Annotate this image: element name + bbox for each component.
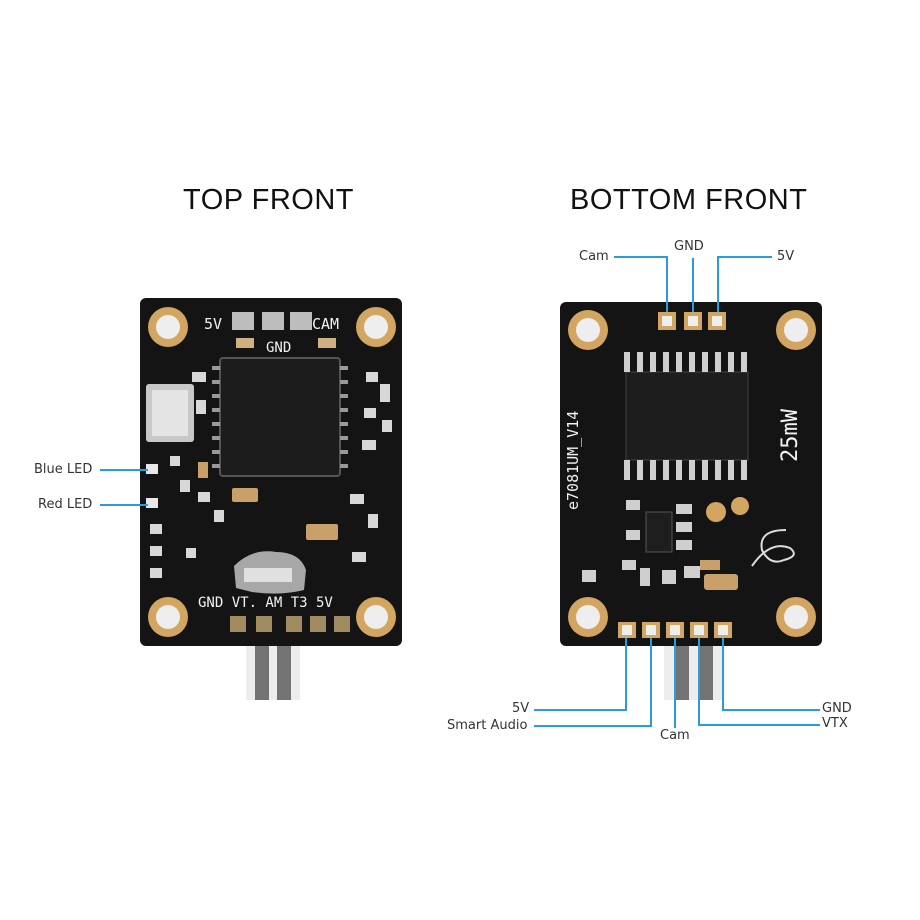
bottom-model-text: e7081UM_V14 [564,411,582,510]
blue-led-label: Blue LED [34,462,93,477]
bottom-logo [751,529,795,567]
bottom-callout-lines [534,256,820,728]
bottom-5v-label: 5V [512,701,530,716]
bottom-cam-top-label: Cam [579,249,609,264]
top-antenna-cable [255,640,291,700]
top-mounting-holes [148,307,396,637]
bottom-gnd-top-label: GND [674,239,704,254]
bottom-front-heading: BOTTOM FRONT [570,184,808,216]
red-led [146,498,158,508]
bottom-5v-top-label: 5V [777,249,795,264]
bottom-cam-label: Cam [660,728,690,743]
top-silk-cam: CAM [312,315,339,333]
bottom-antenna-cable [675,640,713,700]
top-silk-bottom: GND VT. AM T3 5V [198,595,333,611]
bottom-vtx-label: VTX [822,716,848,731]
bottom-ic [624,352,749,480]
bottom-power-text: 25mW [778,408,803,462]
top-front-heading: TOP FRONT [183,184,354,216]
blue-led [146,464,158,474]
bottom-board: e7081UM_V14 25mW [560,302,822,700]
top-silk-gnd: GND [266,340,291,356]
top-silk-5v: 5V [204,315,222,333]
bottom-gnd-label: GND [822,701,852,716]
bottom-mounting-holes [568,310,816,637]
bottom-top-pads [658,312,726,330]
top-board: 5V CAM GND GND VT. AM T3 5V [140,298,402,700]
red-led-label: Red LED [38,497,93,512]
top-callout-lines [100,469,148,506]
bottom-smart-audio-label: Smart Audio [447,718,528,733]
bottom-bottom-pads [618,622,732,638]
top-main-chip [219,357,341,477]
